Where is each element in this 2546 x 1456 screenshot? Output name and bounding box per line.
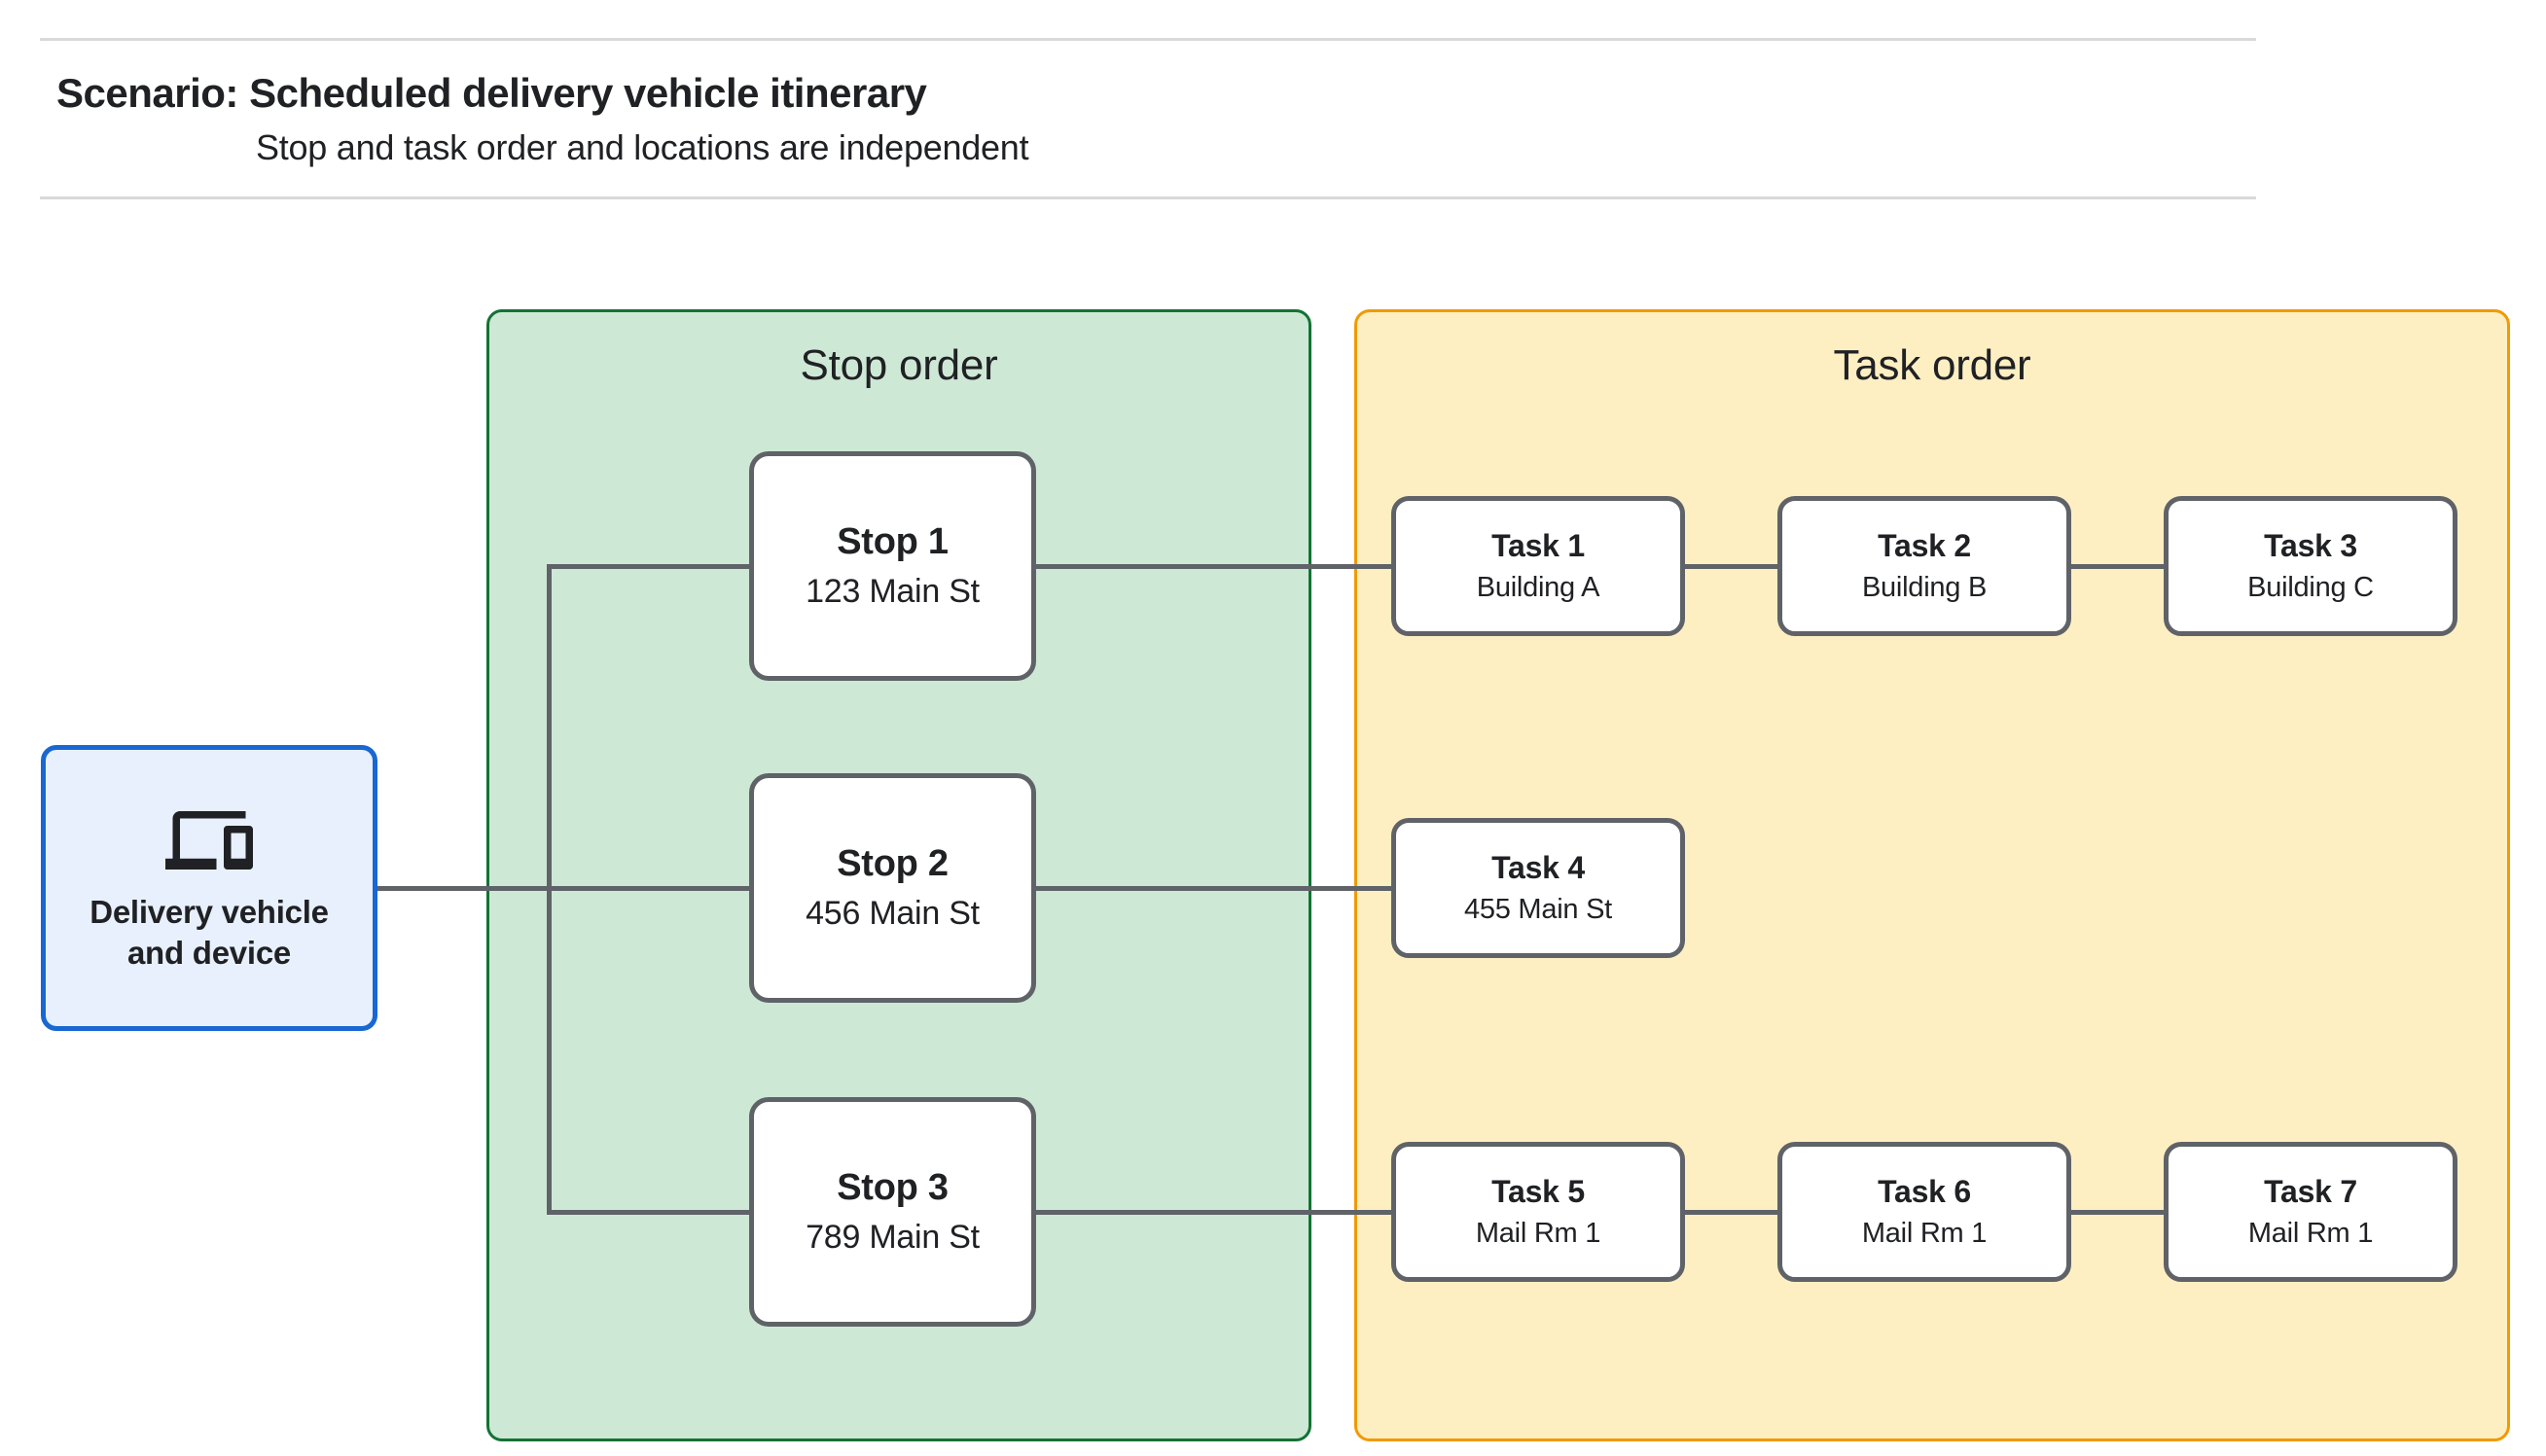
- page-subtitle: Stop and task order and locations are in…: [256, 127, 1029, 167]
- task-location: Building A: [1476, 572, 1600, 603]
- connector-trunk: [547, 563, 552, 1215]
- task-location: Building C: [2247, 572, 2374, 603]
- stop-node-2: Stop 2 456 Main St: [749, 773, 1036, 1003]
- stop-node-3: Stop 3 789 Main St: [749, 1097, 1036, 1327]
- page-title: Scenario: Scheduled delivery vehicle iti…: [56, 70, 927, 116]
- connector-task6-task7: [2069, 1209, 2166, 1215]
- connector-vehicle-stop2: [377, 885, 751, 891]
- connector-task5-task6: [1683, 1209, 1779, 1215]
- task-location: 455 Main St: [1463, 894, 1612, 925]
- connector-task2-task3: [2069, 563, 2166, 569]
- task-name: Task 4: [1491, 850, 1585, 885]
- connector-trunk-stop3: [547, 1209, 751, 1215]
- header-divider-bottom: [40, 196, 2256, 199]
- connector-trunk-stop1: [547, 563, 751, 569]
- stop-name: Stop 1: [837, 521, 949, 562]
- task-name: Task 5: [1491, 1174, 1585, 1209]
- task-name: Task 6: [1878, 1174, 1971, 1209]
- devices-icon: [165, 802, 253, 878]
- stop-location: 456 Main St: [806, 895, 980, 932]
- task-name: Task 3: [2264, 528, 2357, 563]
- connector-stop3-task5: [1034, 1209, 1393, 1215]
- stop-location: 789 Main St: [806, 1219, 980, 1256]
- delivery-vehicle-label: Delivery vehicle and device: [90, 893, 329, 971]
- task-location: Mail Rm 1: [1475, 1218, 1601, 1249]
- task-order-panel-title: Task order: [1833, 341, 2031, 389]
- task-name: Task 1: [1491, 528, 1585, 563]
- task-location: Mail Rm 1: [1861, 1218, 1988, 1249]
- task-node-5: Task 5 Mail Rm 1: [1391, 1142, 1685, 1282]
- task-node-6: Task 6 Mail Rm 1: [1777, 1142, 2071, 1282]
- connector-stop1-task1: [1034, 563, 1393, 569]
- task-node-3: Task 3 Building C: [2164, 496, 2457, 636]
- task-name: Task 2: [1878, 528, 1971, 563]
- stop-order-panel-title: Stop order: [800, 341, 998, 389]
- connector-stop2-task4: [1034, 885, 1393, 891]
- connector-task1-task2: [1683, 563, 1779, 569]
- task-location: Mail Rm 1: [2247, 1218, 2374, 1249]
- task-node-2: Task 2 Building B: [1777, 496, 2071, 636]
- stop-node-1: Stop 1 123 Main St: [749, 451, 1036, 681]
- header-divider-top: [40, 38, 2256, 41]
- stop-name: Stop 3: [837, 1167, 949, 1208]
- task-name: Task 7: [2264, 1174, 2357, 1209]
- delivery-vehicle-node: Delivery vehicle and device: [41, 745, 377, 1031]
- task-node-7: Task 7 Mail Rm 1: [2164, 1142, 2457, 1282]
- stop-location: 123 Main St: [806, 573, 980, 610]
- stop-name: Stop 2: [837, 843, 949, 884]
- task-node-4: Task 4 455 Main St: [1391, 818, 1685, 958]
- task-node-1: Task 1 Building A: [1391, 496, 1685, 636]
- task-location: Building B: [1861, 572, 1988, 603]
